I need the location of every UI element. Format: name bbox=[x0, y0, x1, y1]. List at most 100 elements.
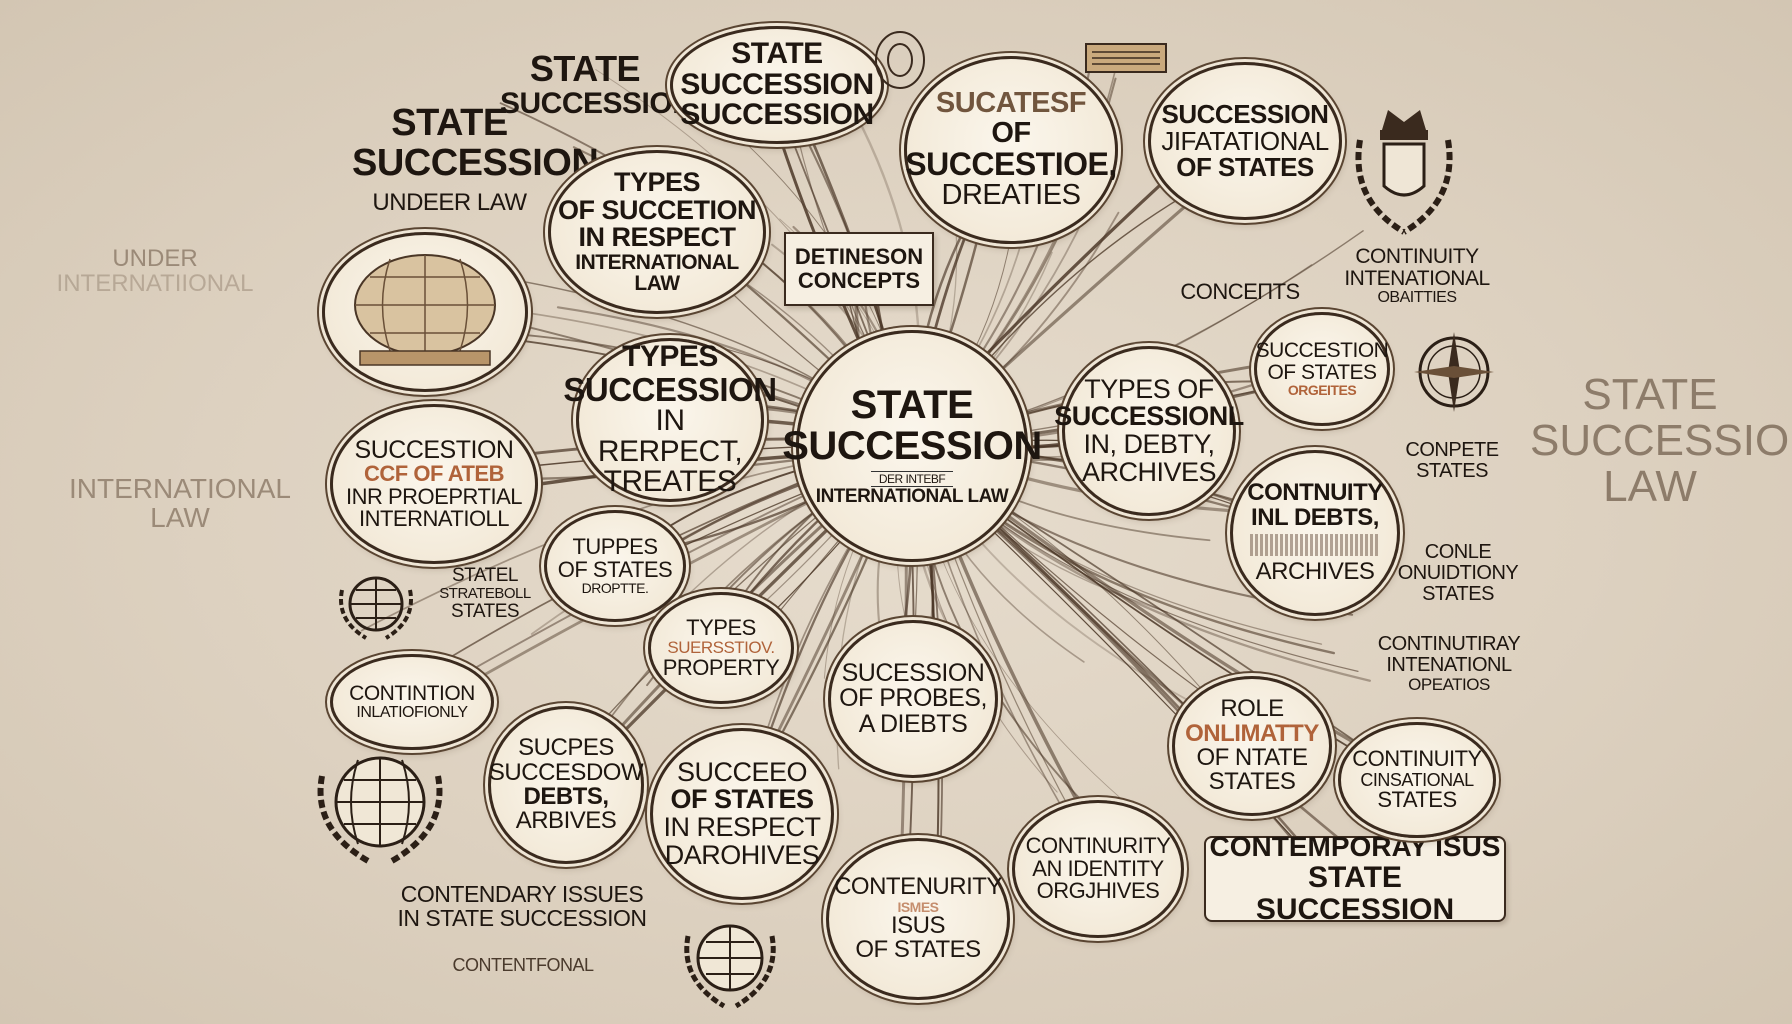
node-line: Succession bbox=[680, 98, 874, 132]
center-title: Succession bbox=[782, 424, 1042, 469]
faded-text: State bbox=[1582, 370, 1718, 419]
node-continurity-identity[interactable]: Continurity an Identity Orgjhives bbox=[1012, 800, 1184, 938]
node-line: Archives bbox=[1255, 558, 1375, 586]
node-types-property[interactable]: Types Suersstiov. Property bbox=[648, 592, 794, 704]
node-succession-debts[interactable]: Sucession of Probes, a Diebts bbox=[828, 620, 998, 778]
shield-sketch-graphic bbox=[875, 31, 925, 89]
center-node[interactable]: State Succession der intebf Internationa… bbox=[782, 330, 1042, 562]
node-line: in Rerpect, bbox=[597, 404, 743, 468]
center-subtitle: der intebf bbox=[870, 470, 954, 488]
node-line: Types of bbox=[1084, 373, 1214, 404]
node-line: Orgjhives bbox=[1036, 878, 1160, 904]
node-line: of States bbox=[855, 936, 981, 964]
node-types-treaties[interactable]: Types Succession in Rerpect, Treates bbox=[563, 338, 777, 502]
node-line: Continuity bbox=[1352, 746, 1482, 772]
node-line: States bbox=[1208, 768, 1296, 796]
label-confete-states: Conpete States bbox=[1392, 440, 1512, 482]
node-line: inr Proeprtial bbox=[346, 483, 522, 509]
node-tuppes-of-states[interactable]: Tuppes of States Droptte. bbox=[544, 510, 686, 622]
node-line: Succestioe, bbox=[905, 146, 1117, 183]
node-line: of States bbox=[1267, 360, 1377, 384]
node-state-succession[interactable]: State Succession Succession bbox=[670, 26, 884, 144]
node-succession-orgeites[interactable]: Succestion of States Orgeites bbox=[1254, 312, 1390, 426]
node-types-international-law[interactable]: Types of Succetion in Respect Internatio… bbox=[548, 150, 766, 314]
node-line: Succession bbox=[563, 370, 777, 408]
node-line: Types bbox=[686, 614, 756, 640]
node-line: of Succetion bbox=[557, 194, 757, 225]
node-line: Types bbox=[613, 167, 701, 198]
center-subtitle: International Law bbox=[815, 486, 1009, 508]
contemporary-issues-box[interactable]: Contemporay Isus State Succession bbox=[1204, 831, 1506, 926]
label-line: Succession bbox=[352, 141, 599, 184]
node-line: Succession bbox=[680, 67, 874, 101]
node-types-debts-archives[interactable]: Types of Successionl in, Debty, Archives bbox=[1054, 346, 1244, 516]
node-line: Succestion bbox=[1255, 339, 1389, 363]
node-contintion[interactable]: Contintion Inlatiofionly bbox=[330, 654, 494, 750]
un-emblem-graphic bbox=[339, 576, 413, 640]
node-line: Droptte. bbox=[581, 580, 649, 597]
node-continuity-states[interactable]: Continuity Cinsational States bbox=[1338, 722, 1496, 838]
node-role-states[interactable]: Role Onlimatty of Ntate States bbox=[1172, 676, 1332, 816]
node-line: Arbives bbox=[515, 807, 617, 835]
definition-concepts-box[interactable]: Detineson Concepts bbox=[784, 232, 934, 306]
node-succeeo-darohives[interactable]: Succeeo of States in Respect Darohives bbox=[650, 728, 834, 900]
label-concepts: Conceпts bbox=[1180, 280, 1300, 303]
label-state-succession-top: State Succession bbox=[500, 50, 694, 120]
faded-under-international: Under Internatiional bbox=[40, 245, 270, 297]
node-line: Contnuity bbox=[1247, 479, 1383, 507]
label-contendary-issues: Contendary Issues in State Succession bbox=[384, 882, 660, 930]
node-line: of States bbox=[557, 556, 673, 582]
node-line: Internatioll bbox=[358, 505, 510, 531]
label-line: Obaitties bbox=[1377, 289, 1457, 307]
node-line: Dreaties bbox=[941, 179, 1081, 212]
label-line: Opeatios bbox=[1408, 675, 1490, 694]
node-line: ccf of ateb bbox=[364, 461, 504, 487]
label-continuity-international: Continuity Intenational Obaitties bbox=[1336, 245, 1498, 307]
label-line: Contentfonal bbox=[452, 955, 594, 975]
node-line: Types bbox=[622, 339, 718, 373]
faded-text: Law bbox=[1603, 462, 1697, 512]
node-scribble bbox=[1250, 534, 1380, 557]
node-line: of Ntate bbox=[1196, 744, 1308, 771]
crown-crest-graphic bbox=[1355, 110, 1453, 235]
faded-text: Law bbox=[150, 502, 210, 534]
compass-icon bbox=[1406, 324, 1502, 425]
node-contenurity-of-states[interactable]: Contenurity Ismes Isus of States bbox=[826, 838, 1010, 1000]
node-line: Succestion bbox=[354, 435, 514, 464]
node-line: a Diebts bbox=[858, 709, 968, 738]
label-state-succession-under-law: State Succession Undeer Law bbox=[352, 103, 599, 216]
faded-text: Succession bbox=[1530, 416, 1792, 466]
node-succession-arbives[interactable]: Sucpes Succesdow Debts, Arbives bbox=[488, 706, 644, 864]
node-line: Inlatiofionly bbox=[356, 703, 468, 721]
box-line: Contemporay Isus bbox=[1209, 830, 1501, 862]
label-line: Succession bbox=[500, 86, 694, 120]
node-line: Darohives bbox=[664, 839, 820, 870]
faded-state-succession-law: State Succession Law bbox=[1530, 370, 1792, 512]
label-line: Contendary Issues bbox=[400, 881, 644, 907]
compass-graphic bbox=[1414, 332, 1494, 412]
crown-crest-icon bbox=[1346, 100, 1462, 245]
node-line: in Respect bbox=[578, 222, 736, 253]
node-line: State bbox=[731, 37, 823, 71]
node-line: of bbox=[991, 116, 1031, 149]
node-line: of Probes, bbox=[839, 684, 987, 713]
node-line: Role bbox=[1220, 695, 1284, 723]
node-line: Debts, bbox=[523, 783, 609, 810]
box-line: Concepts bbox=[797, 268, 921, 293]
label-line: Strateboll bbox=[439, 584, 531, 602]
label-line: Undeer Law bbox=[372, 188, 527, 216]
faded-text: International bbox=[69, 473, 291, 504]
label-line: Conceпts bbox=[1180, 279, 1300, 304]
node-line: Cinsational bbox=[1360, 769, 1474, 790]
globe-illustration-node[interactable] bbox=[322, 232, 528, 392]
label-statel-states: Statel Strateboll States bbox=[430, 566, 540, 622]
node-line: States bbox=[1377, 787, 1457, 813]
node-succession-treaties[interactable]: Sucatesf of Succestioe, Dreaties bbox=[904, 56, 1118, 244]
node-continuity-debts[interactable]: Contnuity Inl Debts, Archives bbox=[1230, 450, 1400, 616]
node-succession-of-states[interactable]: Succession Jifatational of States bbox=[1148, 62, 1342, 220]
label-line: Onuidtiony bbox=[1397, 562, 1519, 584]
label-line: States bbox=[1416, 460, 1488, 482]
faded-text: Under bbox=[112, 245, 198, 272]
node-succession-proprtial[interactable]: Succestion ccf of ateb inr Proeprtial In… bbox=[330, 404, 538, 564]
label-line: Conle bbox=[1424, 541, 1492, 563]
